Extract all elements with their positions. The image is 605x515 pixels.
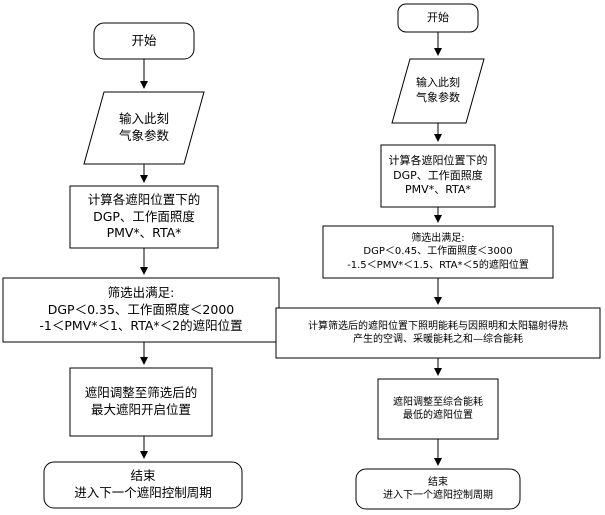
right-end-node: 结束 进入下一个遮阳控制周期 [356,469,520,509]
right-compute-line-3: PMV*、RTA* [405,183,471,197]
right-energy-node: 计算筛选后的遮阳位置下照明能耗与因照明和太阳辐射得热 产生的空调、采暖能耗之和—… [276,308,600,358]
right-compute-line-1: 计算各遮阳位置下的 [388,153,488,167]
left-end-line-2: 进入下一个遮阳控制周期 [74,485,212,500]
right-input-line-2: 气象参数 [416,91,460,104]
left-adjust-line-1: 遮阳调整至筛选后的 [84,385,198,401]
left-end-node: 结束 进入下一个遮阳控制周期 [44,462,242,508]
left-compute-node: 计算各遮阳位置下的 DGP、工作面照度 PMV*、RTA* [70,186,218,248]
right-adjust-shape [377,378,499,440]
right-filter-line-1: 筛选出满足: [411,232,465,244]
right-input-shape [391,58,485,124]
right-filter-line-2: DGP＜0.45、工作面照度＜3000 [363,246,513,258]
right-adjust-line-1: 遮阳调整至综合能耗 [393,396,483,408]
left-filter-line-1: 筛选出满足: [107,284,175,300]
right-filter-line-3: -1.5＜PMV*＜1.5、RTA*＜5的遮阳位置 [347,259,529,271]
left-end-line-1: 结束 [130,468,156,484]
left-compute-line-1: 计算各遮阳位置下的 [87,191,201,207]
right-start-label: 开始 [427,10,449,24]
right-input-line-1: 输入此刻 [416,76,460,90]
left-compute-shape [69,185,219,249]
right-energy-line-1: 计算筛选后的遮阳位置下照明能耗与因照明和太阳辐射得热 [308,320,568,332]
right-filter-shape [322,225,554,279]
right-end-shape [355,468,521,510]
left-end-shape [43,461,243,509]
left-filter-line-2: DGP＜0.35、工作面照度＜2000 [47,301,235,317]
right-compute-line-2: DGP、工作面照度 [393,168,483,182]
left-filter-line-3: -1＜PMV*＜1、RTA*＜2的遮阳位置 [39,318,243,334]
left-adjust-line-2: 最大遮阳开启位置 [90,402,191,417]
left-input-line-1: 输入此刻 [118,111,169,127]
right-adjust-line-2: 最低的遮阳位置 [403,410,473,421]
left-start-node: 开始 [94,23,194,59]
left-adjust-shape [69,367,213,437]
right-start-node: 开始 [398,4,478,32]
right-filter-node: 筛选出满足: DGP＜0.45、工作面照度＜3000 -1.5＜PMV*＜1.5… [323,226,553,278]
left-input-line-2: 气象参数 [118,128,169,143]
right-end-line-2: 进入下一个遮阳控制周期 [383,490,493,501]
right-compute-node: 计算各遮阳位置下的 DGP、工作面照度 PMV*、RTA* [381,145,495,207]
right-energy-line-2: 产生的空调、采暖能耗之和—综合能耗 [353,334,523,345]
right-compute-shape [380,144,496,208]
left-compute-line-3: PMV*、RTA* [106,225,182,241]
right-energy-shape [275,307,601,359]
right-adjust-node: 遮阳调整至综合能耗 最低的遮阳位置 [378,379,498,439]
left-filter-shape [2,277,280,343]
left-start-label: 开始 [131,32,157,48]
right-end-line-1: 结束 [428,476,448,488]
left-adjust-node: 遮阳调整至筛选后的 最大遮阳开启位置 [70,368,212,436]
left-input-shape [83,91,205,165]
right-input-node: 输入此刻 气象参数 [392,59,484,123]
left-input-node: 输入此刻 气象参数 [84,92,204,164]
left-filter-node: 筛选出满足: DGP＜0.35、工作面照度＜2000 -1＜PMV*＜1、RTA… [3,278,279,342]
left-compute-line-2: DGP、工作面照度 [93,208,195,224]
